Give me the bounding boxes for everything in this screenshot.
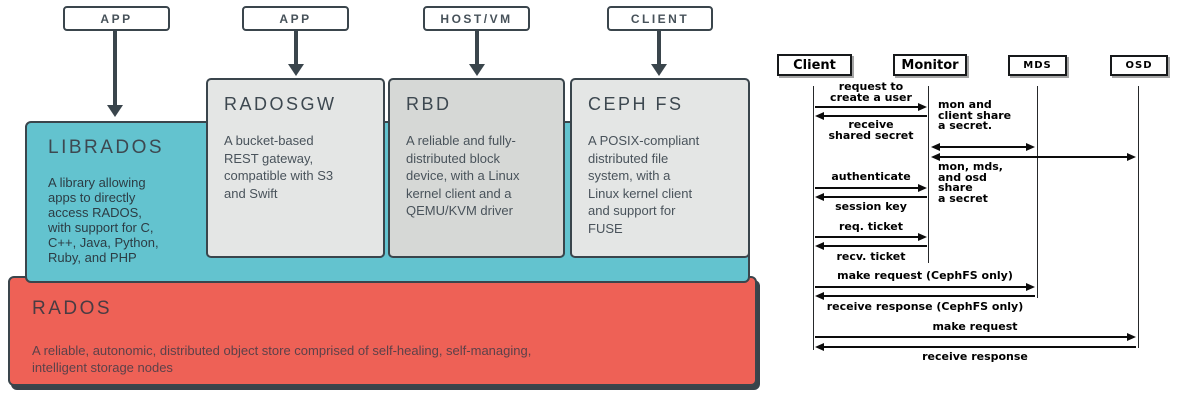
down-arrow-stem xyxy=(294,30,298,64)
arrowhead-right-icon xyxy=(918,184,927,192)
arrowhead-right-icon xyxy=(918,103,927,111)
message-line xyxy=(824,295,1035,297)
arrowhead-left-icon xyxy=(815,193,824,201)
arrowhead-right-icon xyxy=(1127,153,1136,161)
actor-client-label: Client xyxy=(793,57,836,73)
rbd-description: A reliable and fully- distributed block … xyxy=(406,133,520,218)
message-line xyxy=(824,115,927,117)
arrowhead-right-icon xyxy=(1026,283,1035,291)
cephfs-description: A POSIX-compliant distributed file syste… xyxy=(588,133,700,236)
app-node-1: APP xyxy=(63,6,170,31)
radosgw-description: A bucket-based REST gateway, compatible … xyxy=(224,133,334,201)
arrowhead-left-icon xyxy=(815,242,824,250)
message-label: authenticate xyxy=(831,170,911,183)
message-line xyxy=(824,346,1136,348)
actor-monitor: Monitor xyxy=(893,54,967,76)
rados-title: RADOS xyxy=(32,298,113,319)
message-label: make request (CephFS only) xyxy=(837,269,1013,282)
arrowhead-left-icon xyxy=(815,292,824,300)
app-node-1-label: APP xyxy=(100,11,133,26)
cephfs-title: CEPH FS xyxy=(588,94,684,114)
actor-osd: OSD xyxy=(1110,55,1168,76)
rbd-box: RBD A reliable and fully- distributed bl… xyxy=(388,78,565,258)
app-node-2: APP xyxy=(242,6,349,31)
actor-client: Client xyxy=(777,54,852,76)
note-mon-client-secret: mon and client share a secret. xyxy=(938,98,1012,132)
hostvm-node-label: HOST/VM xyxy=(440,11,513,26)
message-line xyxy=(815,286,1027,288)
down-arrow-icon xyxy=(651,64,667,76)
client-node-label: CLIENT xyxy=(630,11,690,26)
message-line xyxy=(824,196,927,198)
app-node-2-label: APP xyxy=(279,11,312,26)
actor-mds-label: MDS xyxy=(1023,60,1052,71)
down-arrow-stem xyxy=(113,30,117,105)
client-node: CLIENT xyxy=(607,6,713,31)
message-label: request to create a user xyxy=(830,80,912,104)
message-line xyxy=(815,236,919,238)
message-label: recv. ticket xyxy=(836,250,906,263)
message-label: receive shared secret xyxy=(828,118,914,142)
arrowhead-left-icon xyxy=(931,143,940,151)
arrowhead-left-icon xyxy=(815,343,824,351)
message-line xyxy=(815,106,919,108)
secret-share-line-osd xyxy=(940,156,1128,158)
down-arrow-icon xyxy=(107,105,123,117)
radosgw-box: RADOSGW A bucket-based REST gateway, com… xyxy=(206,78,385,258)
down-arrow-icon xyxy=(288,64,304,76)
arrowhead-right-icon xyxy=(1026,143,1035,151)
arrowhead-left-icon xyxy=(815,112,824,120)
actor-mds: MDS xyxy=(1008,55,1067,76)
arrowhead-right-icon xyxy=(1127,333,1136,341)
down-arrow-stem xyxy=(475,30,479,64)
lifeline-osd xyxy=(1138,86,1139,348)
arrowhead-right-icon xyxy=(918,233,927,241)
rados-description: A reliable, autonomic, distributed objec… xyxy=(32,343,532,375)
down-arrow-icon xyxy=(469,64,485,76)
actor-monitor-label: Monitor xyxy=(901,57,959,73)
rbd-title: RBD xyxy=(406,94,452,114)
lifeline-monitor xyxy=(928,86,929,263)
radosgw-title: RADOSGW xyxy=(224,94,337,114)
librados-title: LIBRADOS xyxy=(48,137,165,158)
message-label: receive response xyxy=(922,350,1028,363)
message-line xyxy=(815,187,919,189)
message-label: session key xyxy=(835,200,907,213)
message-label: receive response (CephFS only) xyxy=(826,300,1024,313)
down-arrow-stem xyxy=(657,30,661,64)
lifeline-mds xyxy=(1037,86,1038,298)
message-label: req. ticket xyxy=(838,220,904,233)
arrowhead-left-icon xyxy=(931,153,940,161)
actor-osd-label: OSD xyxy=(1125,60,1153,71)
cephfs-box: CEPH FS A POSIX-compliant distributed fi… xyxy=(570,78,750,258)
librados-description: A library allowing apps to directly acce… xyxy=(48,175,159,265)
hostvm-node: HOST/VM xyxy=(423,6,530,31)
message-label: make request xyxy=(932,320,1018,333)
secret-share-line-mds xyxy=(940,146,1027,148)
message-line xyxy=(824,245,927,247)
note-mon-mds-osd-secret: mon, mds, and osd share a secret xyxy=(938,160,1003,205)
rados-box: RADOS A reliable, autonomic, distributed… xyxy=(8,276,757,386)
message-line xyxy=(815,336,1128,338)
lifeline-client xyxy=(813,86,814,350)
